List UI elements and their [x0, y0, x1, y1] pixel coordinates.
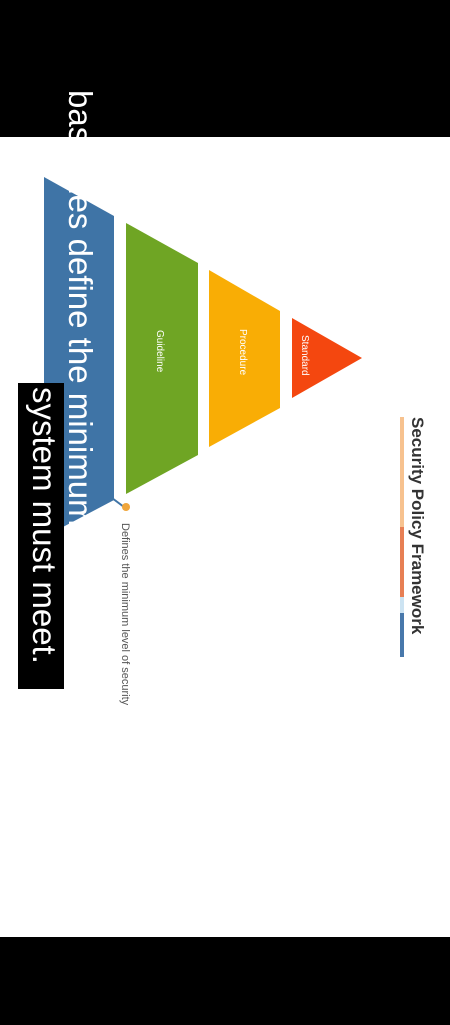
callout-dot	[122, 503, 130, 511]
title-accent-3	[400, 597, 404, 613]
layer-procedure	[209, 270, 280, 447]
layer-standard	[292, 318, 362, 398]
layer-label-standard: Standard	[299, 335, 310, 376]
title-accent-2	[400, 527, 404, 597]
slide-title: Security Policy Framework	[408, 417, 427, 635]
slide: Security Policy Framework Standard Proce…	[0, 137, 450, 937]
title-accent-4	[400, 613, 404, 657]
pyramid-diagram: Security Policy Framework Standard Proce…	[44, 177, 427, 706]
layer-baseline	[44, 177, 114, 537]
layer-label-procedure: Procedure	[237, 329, 248, 376]
callout-connector	[111, 497, 125, 508]
layer-guideline	[126, 223, 198, 494]
layer-label-guideline: Guideline	[154, 330, 165, 373]
title-accent-1	[400, 417, 404, 527]
callout-text: Defines the minimum level of security	[119, 523, 131, 706]
